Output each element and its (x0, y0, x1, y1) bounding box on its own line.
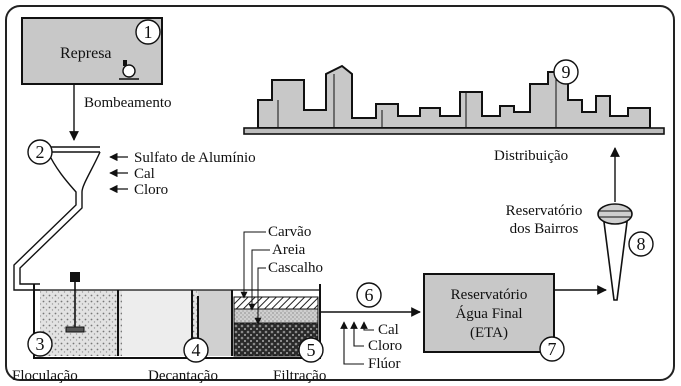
reservatorio-bairros-label-line1: Reservatório (506, 203, 583, 219)
neighborhood-reservoir-tower (597, 203, 633, 301)
chemical-inputs-top: Sulfato de Alumínio Cal Cloro (109, 150, 256, 198)
step-number-circle (135, 19, 161, 45)
step-number: 2 (36, 142, 45, 162)
step-number: 5 (307, 340, 316, 360)
eta-label-line2: Água Final (455, 305, 522, 322)
treatment-tank (33, 272, 321, 359)
outer-frame (5, 5, 675, 381)
filter-label: Areia (272, 242, 306, 258)
eta-label-line1: Reservatório (451, 287, 528, 303)
eta-input-label: Flúor (368, 356, 401, 372)
filter-layer-areia (233, 308, 319, 324)
step-number: 8 (637, 234, 646, 254)
filtracao-label: Filtração (273, 368, 326, 384)
input-label: Cal (134, 166, 155, 182)
eta-input-label: Cloro (368, 338, 402, 354)
distribuicao-label: Distribuição (494, 148, 568, 164)
decantacao-label: Decantação (148, 368, 218, 384)
step-number-circle (356, 282, 382, 308)
step-number: 1 (144, 22, 153, 42)
step-number: 3 (36, 334, 45, 354)
step-number: 6 (365, 285, 374, 305)
eta-reservoir-box: Reservatório Água Final (ETA) (423, 273, 555, 353)
filter-label: Carvão (268, 224, 311, 240)
pump-icon (119, 60, 139, 80)
step-number-circle (298, 337, 324, 363)
eta-label-line3: (ETA) (470, 325, 508, 341)
step-number-circle (27, 331, 53, 357)
funnel-pipe (13, 146, 101, 291)
step-number: 7 (548, 339, 557, 359)
step-number-circle (27, 139, 53, 165)
step-number: 4 (192, 340, 201, 360)
eta-input-label: Cal (378, 322, 399, 338)
filter-label: Cascalho (268, 260, 323, 276)
city-skyline (243, 64, 665, 135)
floculacao-label: Floculação (12, 368, 78, 384)
step-number-circle (539, 336, 565, 362)
filter-layer-carvao (233, 296, 319, 310)
step-number: 9 (562, 62, 571, 82)
bombeamento-label: Bombeamento (84, 95, 171, 111)
represa-label: Represa (60, 45, 112, 62)
step-number-circle (183, 337, 209, 363)
mixer-motor (70, 272, 80, 282)
step-number-circle (628, 231, 654, 257)
input-label: Cloro (134, 182, 168, 198)
filter-labels: Carvão Areia Cascalho (240, 224, 323, 325)
mixer-blade (65, 326, 85, 333)
input-label: Sulfato de Alumínio (134, 150, 256, 166)
step-number-circle (553, 59, 579, 85)
reservatorio-bairros-label-line2: dos Bairros (510, 221, 579, 237)
chemical-inputs-eta: Cal Cloro Flúor (340, 321, 402, 372)
